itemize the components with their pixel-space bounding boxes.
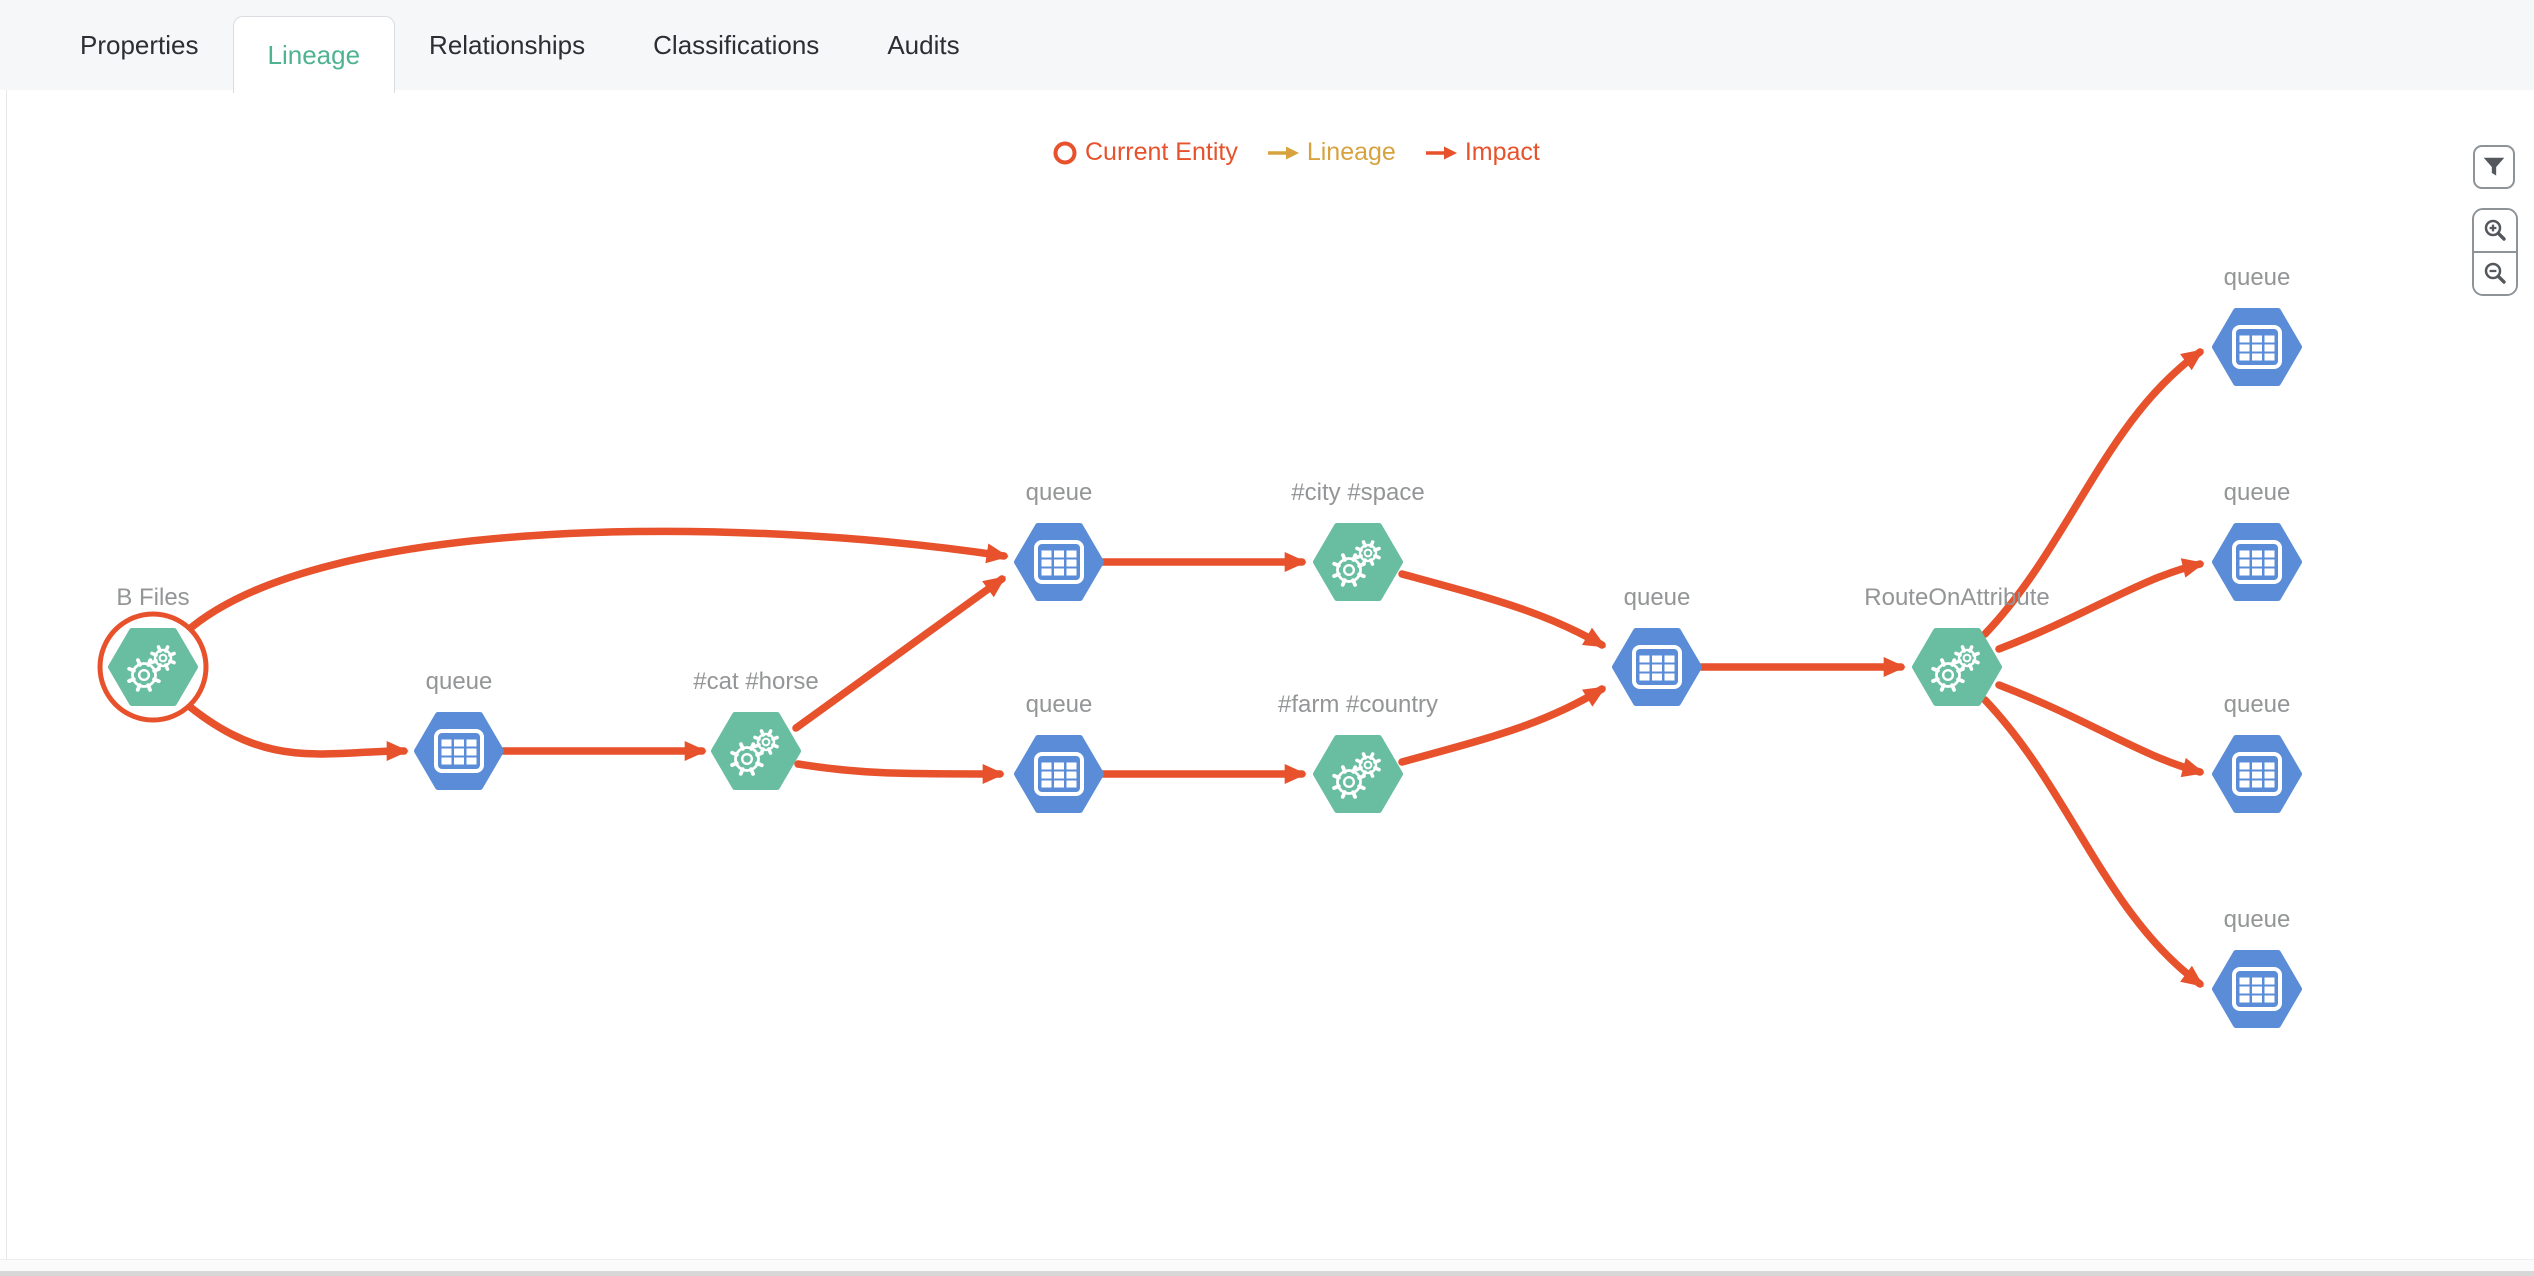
zoom-in-icon <box>2484 219 2506 241</box>
graph-node-cathorse[interactable]: #cat #horse <box>693 668 819 790</box>
process-gears-icon <box>1332 752 1381 799</box>
legend-label: Current Entity <box>1085 138 1238 166</box>
graph-node-bfiles[interactable]: B Files <box>97 584 209 723</box>
dataset-table-icon <box>1034 540 1084 584</box>
edge-bfiles-q1 <box>180 698 409 761</box>
node-label: queue <box>1624 584 1691 611</box>
graph-node-out1[interactable]: queue <box>2212 264 2302 386</box>
tab-bar: Properties Lineage Relationships Classif… <box>0 0 2534 93</box>
node-label: queue <box>1026 479 1093 506</box>
node-label: queue <box>2224 906 2291 933</box>
lineage-panel <box>6 90 2534 1260</box>
graph-node-q3[interactable]: queue <box>1014 691 1104 813</box>
edge-cathorse-q3 <box>794 760 1005 784</box>
process-gears-icon <box>1931 645 1980 692</box>
legend-label: Impact <box>1464 138 1540 166</box>
zoom-out-icon <box>2484 262 2506 284</box>
edge-route-out1 <box>1981 348 2204 638</box>
dataset-table-icon <box>2232 325 2282 369</box>
impact-arrow-icon <box>1425 146 1457 159</box>
tab-relationships[interactable]: Relationships <box>395 0 619 90</box>
node-label: queue <box>1026 691 1093 718</box>
node-label: queue <box>2224 691 2291 718</box>
tab-audits[interactable]: Audits <box>853 0 993 90</box>
tab-lineage[interactable]: Lineage <box>232 16 396 93</box>
edge-route-out2 <box>1995 558 2205 653</box>
tab-label: Classifications <box>653 29 820 60</box>
tab-label: Lineage <box>267 39 361 70</box>
dataset-table-icon <box>1632 645 1682 689</box>
edge-route-out4 <box>1981 696 2204 988</box>
dataset-table-icon <box>434 729 484 773</box>
edge-route-out3 <box>1995 681 2205 778</box>
graph-node-cityspace[interactable]: #city #space <box>1291 479 1425 601</box>
dataset-table-icon <box>2232 540 2282 584</box>
process-gears-icon <box>1332 540 1381 587</box>
window-bottom-edge <box>0 1271 2534 1276</box>
tab-classifications[interactable]: Classifications <box>619 0 853 90</box>
graph-node-out3[interactable]: queue <box>2212 691 2302 813</box>
process-gears-icon <box>730 729 779 776</box>
edge-bfiles-q2 <box>182 527 1009 636</box>
tab-label: Properties <box>80 29 199 60</box>
node-label: #cat #horse <box>693 668 818 695</box>
graph-node-route[interactable]: RouteOnAttribute <box>1864 584 2050 706</box>
filter-funnel-icon <box>2483 157 2505 176</box>
zoom-out-button[interactable] <box>2474 251 2516 294</box>
edge-cityspace-q4 <box>1398 570 1607 649</box>
tab-properties[interactable]: Properties <box>46 0 233 90</box>
zoom-in-button[interactable] <box>2474 210 2516 251</box>
current-entity-circle-icon <box>1053 141 1077 164</box>
dataset-table-icon <box>2232 967 2282 1011</box>
lineage-arrow-icon <box>1267 146 1299 159</box>
node-label: #farm #country <box>1278 691 1438 718</box>
dataset-table-icon <box>1034 752 1084 796</box>
graph-node-out4[interactable]: queue <box>2212 906 2302 1028</box>
node-label: B Files <box>116 584 189 611</box>
legend-current-entity: Current Entity <box>1052 138 1238 167</box>
process-gears-icon <box>127 645 176 692</box>
node-label: #city #space <box>1291 479 1424 506</box>
node-label: queue <box>2224 479 2291 506</box>
edge-farmcountry-q4 <box>1398 685 1607 766</box>
lineage-legend: Current Entity Lineage Impact <box>1052 138 1540 167</box>
node-label: RouteOnAttribute <box>1864 584 2049 611</box>
filter-button[interactable] <box>2473 145 2515 189</box>
graph-node-farmcountry[interactable]: #farm #country <box>1278 691 1438 813</box>
graph-node-q1[interactable]: queue <box>414 668 504 790</box>
graph-node-out2[interactable]: queue <box>2212 479 2302 601</box>
graph-node-q2[interactable]: queue <box>1014 479 1104 601</box>
legend-label: Lineage <box>1306 138 1396 166</box>
graph-node-q4[interactable]: queue <box>1612 584 1702 706</box>
zoom-controls <box>2472 208 2518 296</box>
node-label: queue <box>2224 264 2291 291</box>
legend-lineage: Lineage <box>1266 138 1396 167</box>
tab-label: Audits <box>887 29 960 60</box>
node-label: queue <box>426 668 493 695</box>
legend-impact: Impact <box>1424 138 1540 167</box>
tab-label: Relationships <box>429 29 586 60</box>
dataset-table-icon <box>2232 752 2282 796</box>
edge-cathorse-q2 <box>792 575 1006 732</box>
